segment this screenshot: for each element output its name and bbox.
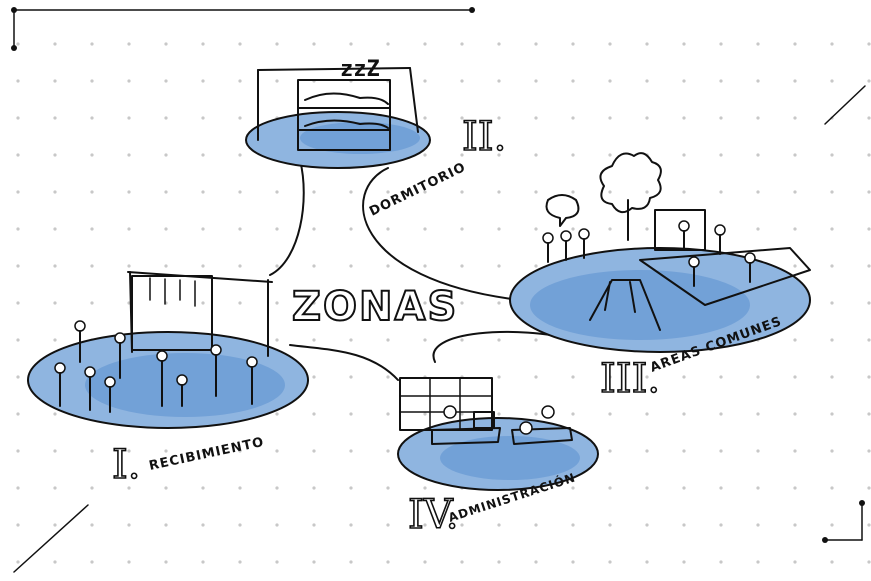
entrance-gate-icon [127, 271, 273, 357]
zone-recibimiento: I. RECIBIMIENTO [27, 271, 309, 489]
desk-icon [431, 405, 573, 445]
zone-recibimiento-label: RECIBIMIENTO [148, 435, 266, 474]
swing-set-icon [589, 279, 661, 331]
diagonal-accent-lines [13, 85, 866, 573]
zone-recibimiento-numeral: I. [112, 442, 141, 488]
zone-dormitorio-label: DORMITORIO [367, 160, 468, 220]
people-crowd-icon [54, 320, 258, 413]
soccer-goal-icon [654, 209, 706, 251]
zone-administracion-numeral: IV. [408, 492, 458, 538]
tree-icon [599, 152, 662, 241]
zone-administracion: IV. ADMINISTRACIÓN [397, 377, 599, 539]
frame-bottom-right-corner [822, 500, 865, 543]
diagram-title: ZONAS [292, 284, 458, 330]
zone-dormitorio-numeral: II. [462, 114, 506, 160]
people-group-icon [542, 220, 756, 287]
zone-areas-comunes: III. AREAS COMUNES [509, 152, 811, 403]
bunk-bed-icon [257, 67, 419, 151]
soccer-field-icon [639, 247, 811, 306]
zone-dormitorio: zzZ II. DORMITORIO [245, 57, 507, 220]
zone-areas-comunes-numeral: III. [600, 356, 660, 402]
speech-bubble-icon [545, 194, 580, 227]
sleep-zzz-text: zzZ [340, 57, 380, 82]
frame-top-left-corner [11, 7, 475, 51]
